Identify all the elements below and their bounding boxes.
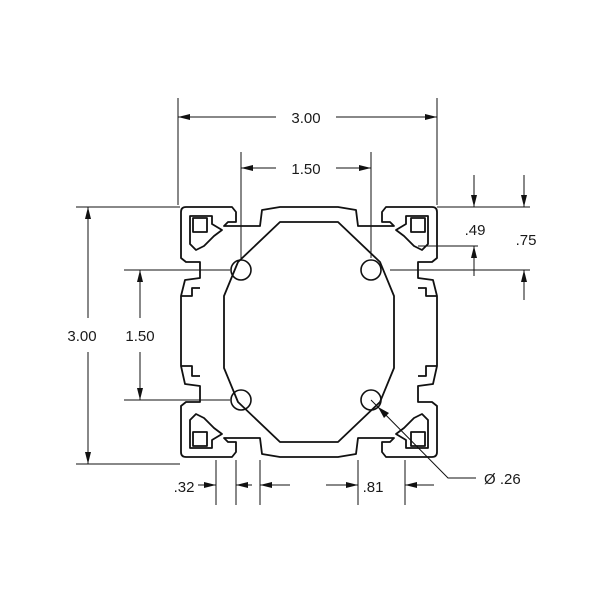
dim-hole-diameter: Ø .26 — [484, 471, 521, 488]
dimension-lines — [76, 98, 530, 505]
hole-top-left — [230, 259, 252, 281]
dim-hole-spacing-horizontal: 1.50 — [291, 161, 320, 178]
corner-square-bottom-right — [410, 431, 426, 447]
dim-hole-spacing-vertical: 1.50 — [125, 328, 154, 345]
corner-square-top-right — [410, 217, 426, 233]
slot-left — [181, 287, 200, 377]
corner-pocket-bottom-left — [189, 413, 223, 449]
profile-outer-outline — [180, 206, 438, 458]
corner-square-bottom-left — [192, 431, 208, 447]
hole-bottom-left — [230, 389, 252, 411]
dimension-labels: 3.00 1.50 3.00 1.50 .49 .75 .32 .81 Ø .2… — [67, 110, 536, 496]
dim-slot-opening-center: .81 — [363, 479, 384, 496]
dim-overall-height: 3.00 — [67, 328, 96, 345]
dim-edge-to-hole: .49 — [465, 222, 486, 239]
corner-pocket-top-right — [395, 215, 429, 251]
hole-bottom-right — [360, 389, 382, 411]
corner-pocket-bottom-right — [395, 413, 429, 449]
dim-overall-width: 3.00 — [291, 110, 320, 127]
mounting-holes — [230, 259, 382, 411]
center-cavity — [223, 221, 395, 443]
dim-edge-to-slot-center: .75 — [516, 232, 537, 249]
extrusion-profile — [180, 206, 438, 458]
hole-top-right — [360, 259, 382, 281]
slot-right — [418, 287, 437, 377]
corner-pocket-top-left — [189, 215, 223, 251]
dim-slot-opening-left: .32 — [174, 479, 195, 496]
corner-square-top-left — [192, 217, 208, 233]
